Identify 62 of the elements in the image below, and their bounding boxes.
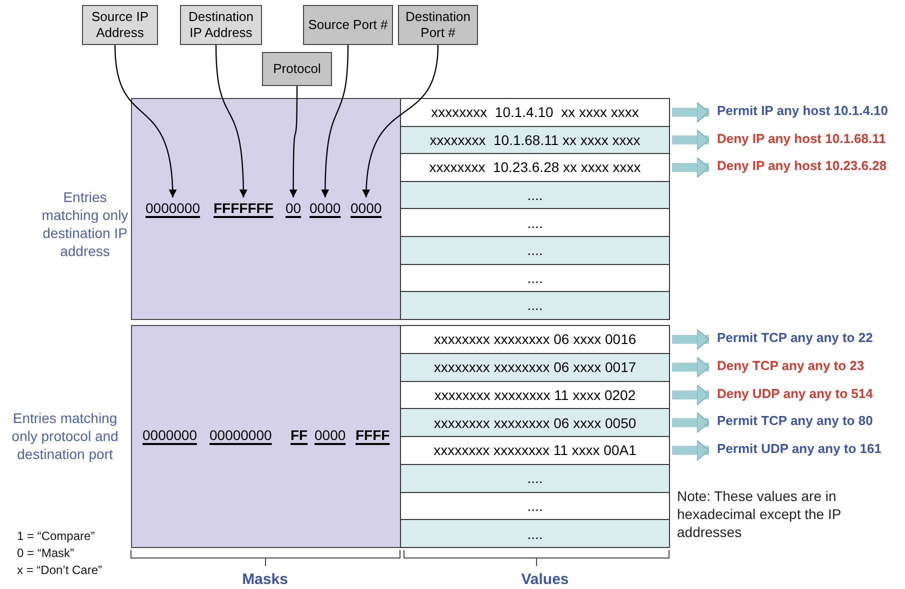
mask-field: FF: [290, 426, 308, 442]
leader-arrow: [114, 44, 176, 198]
field-label-box: Source Port #: [303, 5, 393, 45]
leader-arrow: [289, 86, 298, 198]
table-row: ....: [400, 492, 670, 520]
block-arrow: [672, 129, 710, 150]
rule-text: Deny UDP any any to 514: [717, 386, 897, 404]
table-row: ....: [400, 291, 670, 320]
field-label-box: Protocol: [262, 52, 332, 86]
side-caption: Entries matching only destination IP address: [40, 188, 130, 260]
block-arrow: [672, 412, 710, 434]
table-row: xxxxxxxx xxxxxxxx 06 xxxx 0017: [400, 352, 670, 382]
leader-arrow: [215, 44, 248, 198]
rule-text: Deny TCP any any to 23: [717, 358, 897, 376]
legend-text: 0 = “Mask”: [17, 546, 76, 561]
rule-text: Permit TCP any any to 22: [717, 330, 897, 348]
mask-field: FFFF: [356, 426, 390, 442]
mask-panel: [131, 98, 401, 320]
legend-text: x = “Don’t Care”: [17, 563, 104, 578]
table-row: xxxxxxxx 10.1.68.11 xx xxxx xxxx: [400, 126, 670, 154]
field-label-box: Source IP Address: [82, 5, 158, 45]
block-arrow: [672, 156, 710, 178]
side-caption: Entries matching only protocol and destination port: [10, 409, 120, 463]
mask-field: 00: [286, 200, 302, 216]
block-arrow: [672, 384, 710, 406]
mask-field: 0000: [310, 200, 341, 216]
block-arrow: [672, 440, 710, 461]
table-row: xxxxxxxx xxxxxxxx 11 xxxx 00A1: [400, 436, 670, 465]
block-arrow: [672, 356, 710, 378]
rule-text: Permit TCP any any to 80: [717, 413, 897, 432]
block-arrow: [672, 102, 710, 123]
rule-text: Deny IP any host 10.23.6.28: [717, 158, 897, 176]
table-row: ....: [400, 180, 670, 210]
column-label: Masks: [241, 572, 289, 587]
rule-text: Deny IP any host 10.1.68.11: [717, 130, 897, 149]
table-row: ....: [400, 519, 670, 548]
mask-panel: [131, 325, 401, 548]
table-row: ....: [400, 264, 670, 292]
table-row: xxxxxxxx 10.1.4.10 xx xxxx xxxx: [400, 98, 670, 127]
mask-field: 0000000: [142, 426, 198, 442]
table-row: xxxxxxxx xxxxxxxx 06 xxxx 0050: [400, 408, 670, 437]
mask-field: 00000000: [210, 426, 272, 442]
table-row: ....: [400, 464, 670, 492]
field-label-box: Destination IP Address: [180, 5, 262, 45]
leader-arrow: [321, 44, 349, 198]
table-row: ....: [400, 208, 670, 237]
table-row: xxxxxxxx xxxxxxxx 11 xxxx 0202: [400, 380, 670, 410]
leader-arrow: [362, 44, 439, 198]
legend-text: 1 = “Compare”: [17, 529, 96, 544]
block-arrow: [672, 328, 710, 350]
mask-field: 0000: [350, 200, 382, 216]
column-label: Values: [520, 572, 570, 587]
rule-text: Permit UDP any any to 161: [717, 441, 897, 459]
table-row: ....: [400, 236, 670, 265]
mask-field: 0000: [314, 426, 346, 442]
mask-field: FFFFFFF: [214, 200, 274, 216]
field-label-box: Destination Port #: [398, 5, 478, 45]
note-text: Note: These values are in hexadecimal except the IP addresses: [677, 487, 842, 541]
table-row: xxxxxxxx xxxxxxxx 06 xxxx 0016: [400, 325, 670, 354]
rule-text: Permit IP any host 10.1.4.10: [717, 103, 897, 121]
mask-field: 0000000: [146, 200, 200, 216]
table-row: xxxxxxxx 10.23.6.28 xx xxxx xxxx: [400, 153, 670, 182]
